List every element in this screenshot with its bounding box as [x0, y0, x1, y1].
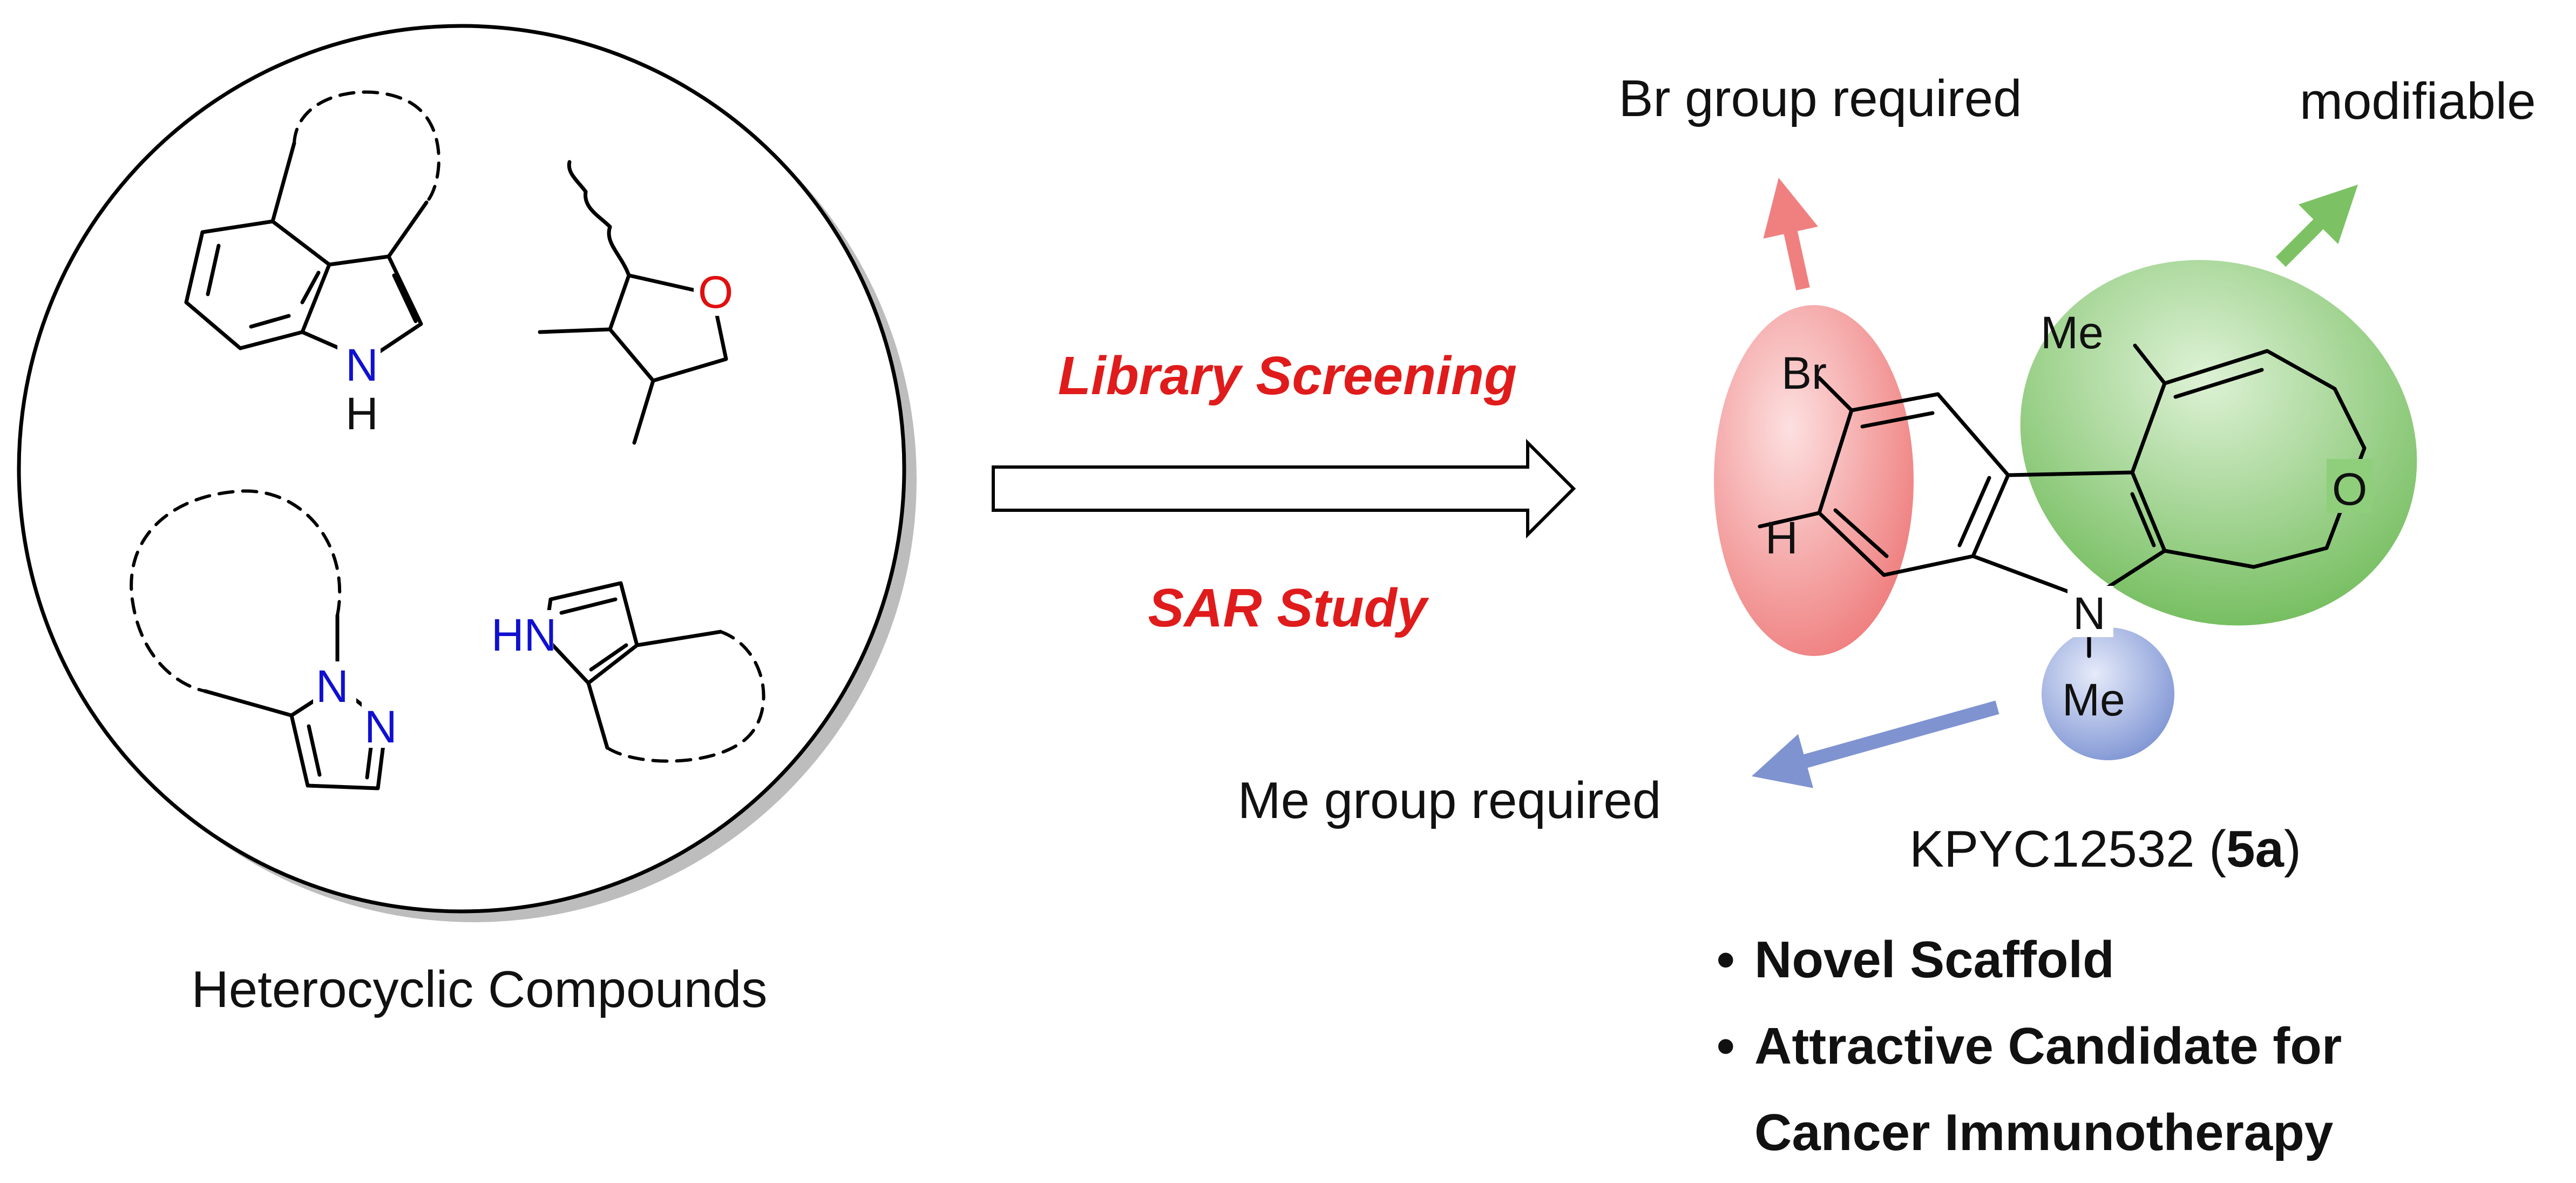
- central-n-label: N: [2073, 588, 2106, 639]
- kpyc12532-structure: Br H Me O N Me: [1758, 307, 2372, 725]
- bullet-candidate-line1: Attractive Candidate for: [1754, 1017, 2342, 1075]
- bullet-candidate-line2: Cancer Immunotherapy: [1754, 1104, 2333, 1161]
- pyrrole-hn-label: HN: [491, 610, 557, 660]
- modifiable-highlight: [2020, 260, 2417, 626]
- me-top-label: Me: [2041, 307, 2104, 358]
- pyrazole-structure: N N: [130, 489, 405, 790]
- compound-name-text: KPYC12532 (: [1909, 820, 2226, 878]
- compound-number: 5a: [2226, 820, 2284, 878]
- br-required-arrow: [1763, 178, 1819, 290]
- library-screening-label: Library Screening: [1058, 346, 1517, 406]
- indole-structure: N H: [184, 90, 440, 439]
- circle-outline: [17, 24, 906, 914]
- pyrrole-structure: HN: [489, 581, 765, 763]
- modifiable-label: modifiable: [2300, 72, 2536, 130]
- n-methyl-highlight: [2042, 627, 2174, 760]
- bullet-novel-scaffold: Novel Scaffold: [1754, 931, 2114, 989]
- me-required-arrow: [1751, 700, 1999, 788]
- br-atom-label: Br: [1781, 348, 1827, 398]
- indole-n-label: N: [345, 340, 378, 390]
- process-arrow: [992, 438, 1576, 539]
- br-highlight: [1714, 305, 1914, 656]
- pyrazole-n2-label: N: [364, 701, 397, 752]
- br-required-label: Br group required: [1618, 70, 2022, 127]
- compound-close: ): [2284, 820, 2301, 878]
- bullet-marker-2: •: [1717, 1017, 1735, 1075]
- n-methyl-label: Me: [2062, 674, 2125, 725]
- modifiable-arrow: [2275, 184, 2358, 267]
- heterocyclic-compounds-caption: Heterocyclic Compounds: [191, 961, 767, 1018]
- tetrahydrofuran-structure: O: [538, 160, 737, 445]
- indole-h-label: H: [345, 388, 378, 439]
- compound-library-circle: [17, 24, 917, 922]
- oxepine-o-label: O: [2332, 464, 2367, 515]
- h-atom-label: H: [1765, 512, 1798, 563]
- highlight-regions: [1714, 260, 2417, 760]
- pyrazole-n1-label: N: [316, 661, 349, 712]
- bullet-marker-1: •: [1717, 931, 1735, 989]
- thf-o-label: O: [698, 267, 733, 317]
- compound-name: KPYC12532 (5a): [1909, 820, 2301, 878]
- me-required-label: Me group required: [1238, 772, 1661, 829]
- sar-study-label: SAR Study: [1148, 578, 1429, 638]
